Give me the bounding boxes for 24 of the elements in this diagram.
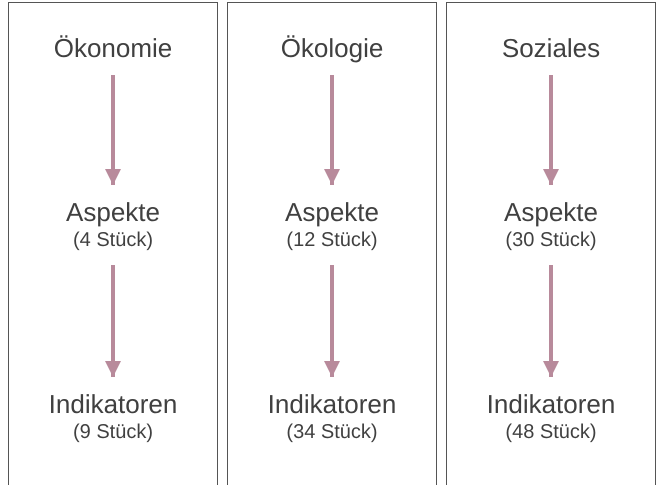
level-label: Indikatoren xyxy=(486,389,616,419)
count-label: (48 Stück) xyxy=(505,420,597,445)
level-label: Indikatoren xyxy=(268,389,396,419)
count-label: (4 Stück) xyxy=(72,228,154,253)
column-panel xyxy=(446,2,656,485)
level-label: Aspekte xyxy=(504,197,598,227)
column-panel xyxy=(227,2,437,485)
arrow xyxy=(543,265,559,377)
count-label: (30 Stück) xyxy=(505,228,597,253)
arrow xyxy=(105,265,121,377)
count-label: (9 Stück) xyxy=(72,420,154,445)
arrow xyxy=(543,75,559,185)
count-label: (34 Stück) xyxy=(286,420,378,445)
arrow xyxy=(324,75,340,185)
level-label: Indikatoren xyxy=(48,389,178,419)
arrow xyxy=(324,265,340,377)
pillar-heading: Soziales xyxy=(502,33,600,63)
count-label: (12 Stück) xyxy=(286,228,378,253)
pillar-heading: Ökonomie xyxy=(54,33,172,63)
pillar-heading: Ökologie xyxy=(280,33,384,63)
column-panel xyxy=(8,2,218,485)
level-label: Aspekte xyxy=(285,197,379,227)
arrow xyxy=(105,75,121,185)
level-label: Aspekte xyxy=(66,197,160,227)
